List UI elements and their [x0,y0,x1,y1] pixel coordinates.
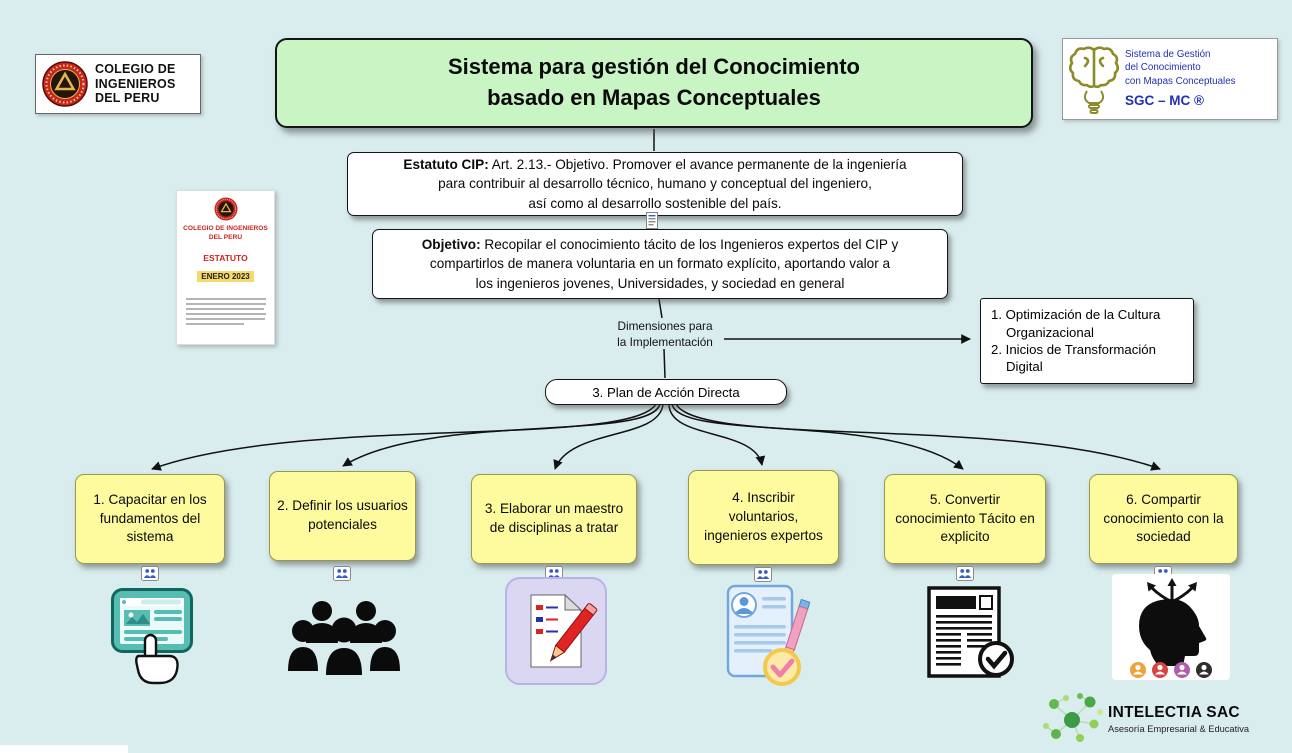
sgc-line1: Sistema de Gestión [1125,48,1211,60]
implementation-item-2: 2. Inicios de Transformación Digital [991,342,1156,375]
main-title-line2: basado en Mapas Conceptuales [487,85,821,110]
resource-link-icon[interactable] [333,566,351,581]
doc-org-name: COLEGIO DE INGENIEROS DEL PERU [183,225,268,242]
action-box-6: 6. Compartir conocimiento con la socieda… [1089,474,1238,564]
doc-text-placeholder [185,298,266,328]
brain-lightbulb-icon [1067,43,1121,115]
objetivo-label: Objetivo: [421,237,481,253]
doc-org-line2: DEL PERU [208,233,243,241]
doc-cip-emblem-icon [214,197,238,221]
knowledge-sharing-icon [1112,574,1230,680]
document-link-icon[interactable] [644,212,660,229]
action-box-4-label: 4. Inscribir voluntarios, ingenieros exp… [704,490,823,543]
cip-logo-line1: COLEGIO DE [95,62,176,77]
dimensiones-line2: la Implementación [617,334,713,349]
cip-logo-box: COLEGIO DE INGENIEROS DEL PERU [35,54,201,114]
dimensiones-line1: Dimensiones para [617,319,713,333]
sgc-line2: del Conocimiento [1125,62,1201,74]
intelectia-footer: INTELECTIA SAC Asesoría Empresarial & Ed… [1036,690,1249,748]
sgc-badge-text: Sistema de Gestión del Conocimiento con … [1125,48,1236,111]
objetivo-line3: los ingenieros jovenes, Universidades, y… [475,275,845,291]
document-pencil-icon [505,577,607,685]
estatuto-line1: Estatuto CIP: Art. 2.13.- Objetivo. Prom… [348,155,962,174]
sgc-line3: con Mapas Conceptuales [1125,75,1236,87]
action-box-3: 3. Elaborar un maestro de disciplinas a … [471,474,637,564]
main-title-line1: Sistema para gestión del Conocimiento [448,54,860,80]
objetivo-line2: compartirlos de manera voluntaria en un … [429,256,891,272]
objetivo-line1-text: Recopilar el conocimiento tácito de los … [480,237,899,253]
estatuto-line3: así como al desarrollo sostenible del pa… [528,195,782,211]
dimensiones-label: Dimensiones para la Implementación [598,319,732,351]
resource-link-icon[interactable] [754,567,772,582]
computer-training-icon [111,588,193,688]
enrollment-form-icon [720,583,810,689]
action-box-5-label: 5. Convertir conocimiento Tácito en expl… [895,491,1035,545]
resource-link-icon[interactable] [956,566,974,581]
estatuto-box: Estatuto CIP: Art. 2.13.- Objetivo. Prom… [347,152,963,216]
action-box-5: 5. Convertir conocimiento Tácito en expl… [884,474,1046,564]
intelectia-brand: INTELECTIA SAC [1108,704,1240,721]
people-group-icon [288,597,400,685]
action-box-1-label: 1. Capacitar en los fundamentos del sist… [93,491,207,545]
implementation-box: 1. Optimización de la Cultura Organizaci… [980,298,1194,384]
bottom-left-strip [0,745,128,753]
intelectia-network-icon [1036,690,1108,748]
plan-label: 3. Plan de Acción Directa [592,384,740,400]
cip-logo-text: COLEGIO DE INGENIEROS DEL PERU [95,62,176,105]
action-box-1: 1. Capacitar en los fundamentos del sist… [75,474,225,564]
sgc-brand: SGC – MC ® [1125,92,1204,108]
intelectia-text: INTELECTIA SAC Asesoría Empresarial & Ed… [1108,704,1249,734]
objetivo-box: Objetivo: Recopilar el conocimiento táci… [372,229,948,299]
action-box-4: 4. Inscribir voluntarios, ingenieros exp… [688,470,839,565]
objetivo-line1: Objetivo: Recopilar el conocimiento táci… [373,235,947,254]
implementation-item-1: 1. Optimización de la Cultura Organizaci… [991,307,1161,340]
cip-logo-line3: DEL PERU [95,91,160,106]
sgc-badge-box: Sistema de Gestión del Conocimiento con … [1062,38,1278,120]
action-box-6-label: 6. Compartir conocimiento con la socieda… [1103,491,1224,545]
estatuto-label: Estatuto CIP: [403,157,489,173]
estatuto-line2: para contribuir al desarrollo técnico, h… [438,176,872,192]
action-box-2: 2. Definir los usuarios potenciales [269,471,416,561]
main-title-box: Sistema para gestión del Conocimiento ba… [275,38,1033,128]
intelectia-tagline: Asesoría Empresarial & Educativa [1108,724,1250,734]
doc-org-line1: COLEGIO DE INGENIEROS [183,225,268,232]
doc-date-badge: ENERO 2023 [197,271,254,283]
estatuto-line1-text: Art. 2.13.- Objetivo. Promover el avance… [488,157,907,173]
cip-logo-line2: INGENIEROS [95,76,176,91]
resource-link-icon[interactable] [141,566,159,581]
doc-title: ESTATUTO [203,253,248,264]
action-box-3-label: 3. Elaborar un maestro de disciplinas a … [484,501,624,535]
estatuto-document-thumbnail: COLEGIO DE INGENIEROS DEL PERU ESTATUTO … [176,190,275,345]
plan-box: 3. Plan de Acción Directa [545,379,787,405]
cip-emblem-icon [42,61,88,107]
newspaper-check-icon [926,583,1018,683]
action-box-2-label: 2. Definir los usuarios potenciales [277,498,408,532]
